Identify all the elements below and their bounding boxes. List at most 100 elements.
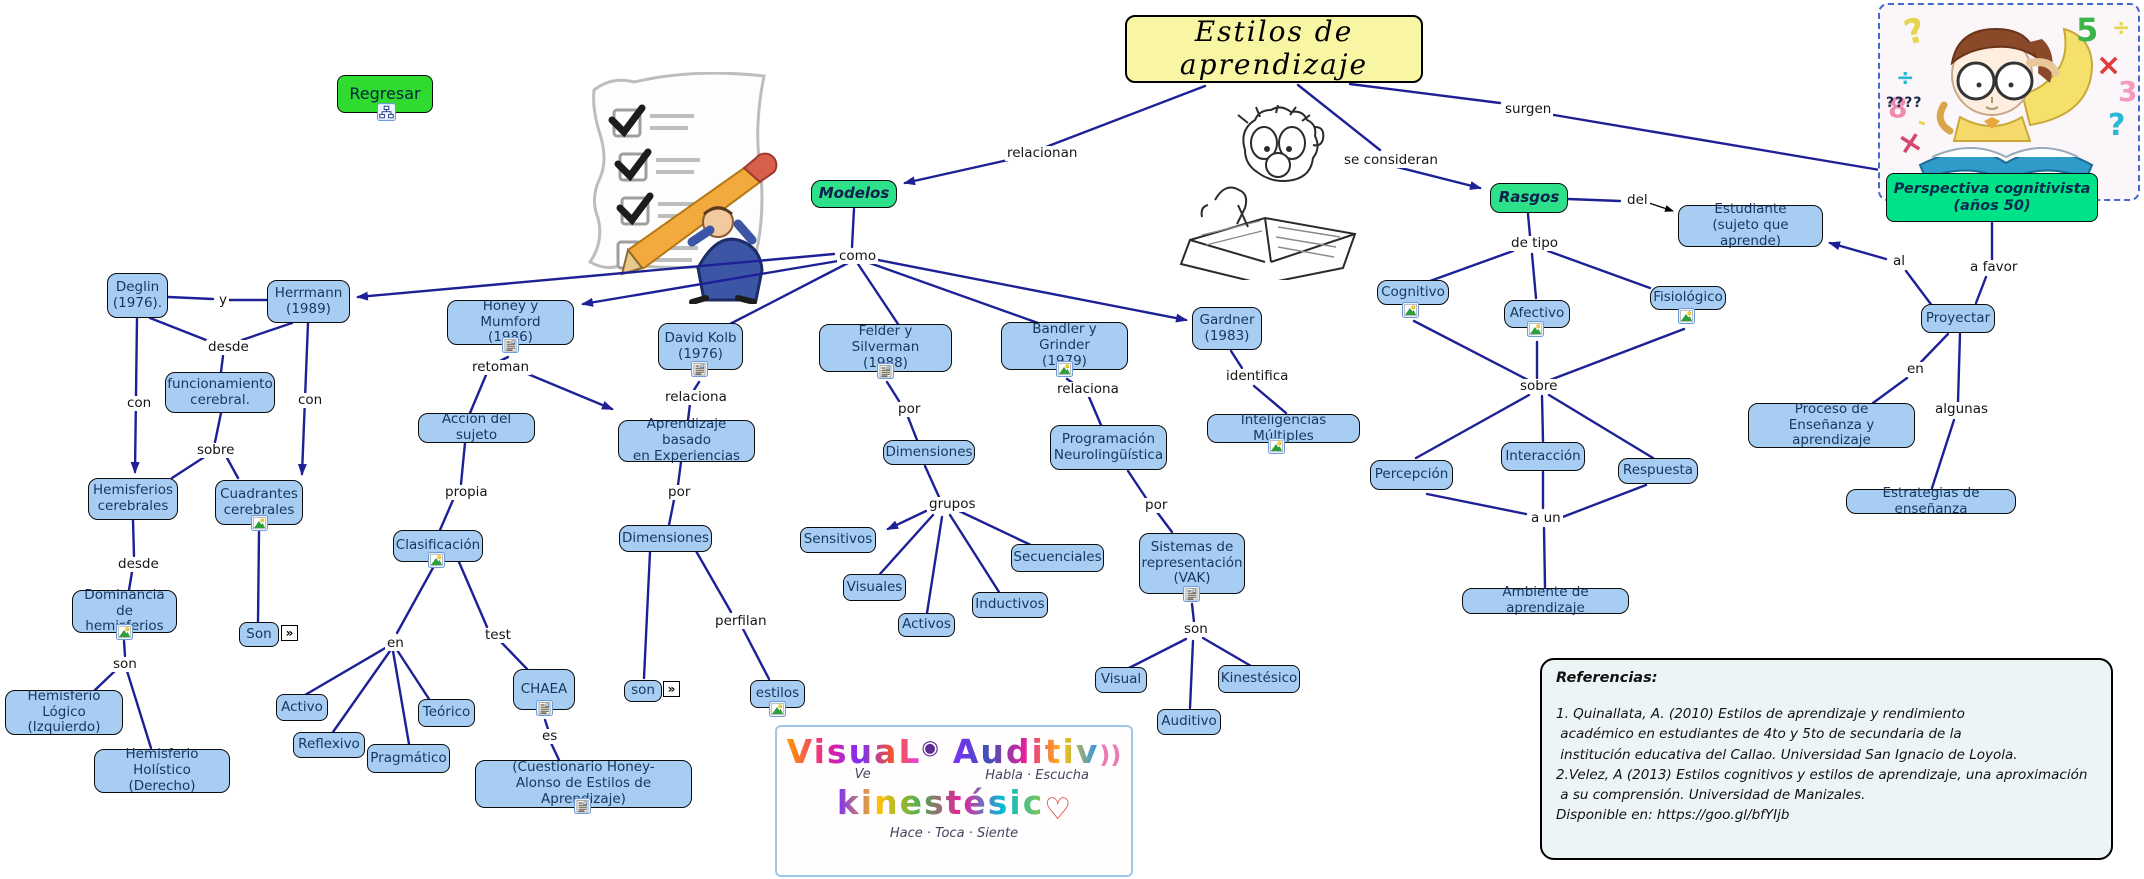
image-resource-icon[interactable]	[1056, 361, 1073, 377]
node-activos[interactable]: Activos	[898, 613, 955, 637]
link-label-se-consideran: se consideran	[1342, 152, 1440, 168]
vak-auditivo-word: Auditiv	[952, 732, 1100, 771]
link-label-son-left: son	[111, 656, 139, 672]
expand-chevron-icon[interactable]: »	[281, 625, 298, 641]
expand-chevron-icon[interactable]: »	[663, 681, 680, 697]
node-dimensiones-felder[interactable]: Dimensiones	[883, 440, 975, 465]
node-proceso-ensenanza[interactable]: Proceso de Enseñanza y aprendizaje	[1748, 401, 1915, 448]
node-inteligencias-multiples[interactable]: Inteligencias Múltiples	[1207, 412, 1360, 443]
link-label-retoman: retoman	[470, 359, 532, 375]
svg-text:?: ?	[1900, 10, 1929, 54]
node-hemisferio-logico[interactable]: Hemisferio Lógico (Izquierdo)	[5, 688, 123, 735]
image-resource-icon[interactable]	[1402, 302, 1419, 318]
node-inductivos[interactable]: Inductivos	[972, 592, 1048, 618]
node-secuenciales[interactable]: Secuenciales	[1011, 544, 1104, 572]
node-teorico[interactable]: Teórico	[418, 699, 475, 727]
node-estrategias-ensenanza[interactable]: Estrategias de enseñanza	[1846, 485, 2016, 516]
image-resource-icon[interactable]	[1678, 308, 1695, 324]
node-reflexivo[interactable]: Reflexivo	[293, 732, 365, 758]
node-visuales[interactable]: Visuales	[843, 574, 906, 601]
vak-kinestesico-word: kinestésic	[836, 783, 1045, 822]
node-son-kolb[interactable]: son	[624, 680, 662, 702]
node-activo[interactable]: Activo	[276, 694, 328, 721]
node-accion-del-sujeto[interactable]: Accion del sujeto	[418, 411, 535, 443]
checklist-man-illustration	[587, 72, 778, 304]
node-honey-mumford[interactable]: Honey y Mumford (1986)	[447, 298, 574, 345]
node-pragmatico[interactable]: Pragmático	[367, 744, 450, 773]
image-resource-icon[interactable]	[1268, 438, 1285, 454]
link-label-desde: desde	[206, 339, 251, 355]
image-resource-icon[interactable]	[428, 552, 445, 568]
svg-text:-: -	[1914, 109, 1930, 134]
link-label-por-kolb: por	[666, 484, 693, 500]
link-label-grupos: grupos	[927, 496, 978, 512]
link-label-test: test	[483, 627, 513, 643]
link-label-con-right: con	[296, 392, 325, 408]
map-title-node[interactable]: Estilos de aprendizaje	[1125, 15, 1423, 83]
node-fisiologico[interactable]: Fisiológico	[1650, 286, 1726, 310]
node-funcionamiento-cerebral[interactable]: funcionamiento cerebral.	[165, 372, 275, 413]
node-aprendizaje-experiencias[interactable]: Aprendizaje basado en Experiencias	[618, 416, 755, 464]
document-resource-icon[interactable]	[877, 363, 894, 379]
svg-text:5: 5	[2076, 11, 2098, 49]
node-programacion-neurolinguistica[interactable]: Programación Neurolingüística	[1050, 425, 1167, 470]
document-resource-icon[interactable]	[691, 361, 708, 377]
cmap-link-icon[interactable]	[377, 103, 396, 121]
document-resource-icon[interactable]	[502, 337, 519, 353]
vak-hace-text: Hace · Toca · Siente	[889, 826, 1019, 841]
node-estudiante[interactable]: Estudiante (sujeto que aprende)	[1678, 201, 1823, 249]
eye-icon: ◉	[921, 735, 939, 759]
link-label-relacionan: relacionan	[1005, 145, 1080, 161]
node-herrmann[interactable]: Herrmann (1989)	[267, 280, 350, 323]
link-label-a-un: a un	[1529, 510, 1563, 526]
referencias-heading: Referencias:	[1556, 670, 1658, 686]
node-hemisferios-cerebrales[interactable]: Hemisferios cerebrales	[88, 478, 178, 520]
node-deglin[interactable]: Deglin (1976).	[107, 273, 168, 318]
node-dominancia-hemisferios[interactable]: Dominancia de hemisferios	[72, 587, 177, 634]
node-cuadrantes-cerebrales[interactable]: Cuadrantes cerebrales	[215, 480, 303, 525]
link-label-son-vak: son	[1182, 621, 1210, 637]
node-chaea[interactable]: CHAEA	[513, 669, 575, 710]
node-percepcion[interactable]: Percepción	[1370, 460, 1453, 490]
node-ambiente-aprendizaje[interactable]: Ambiente de aprendizaje	[1462, 584, 1629, 616]
image-resource-icon[interactable]	[769, 701, 786, 717]
node-cognitivo[interactable]: Cognitivo	[1377, 280, 1449, 305]
svg-text:×: ×	[2096, 48, 2121, 83]
referencias-box: Referencias: 1. Quinallata, A. (2010) Es…	[1540, 658, 2113, 860]
link-label-desde-left: desde	[116, 556, 161, 572]
node-rasgos[interactable]: Rasgos	[1490, 183, 1568, 213]
node-respuesta[interactable]: Respuesta	[1618, 458, 1698, 484]
link-label-es: es	[540, 728, 560, 744]
link-label-en: en	[385, 635, 406, 651]
document-resource-icon[interactable]	[574, 798, 591, 814]
image-resource-icon[interactable]	[251, 515, 268, 531]
ear-icon: ))	[1099, 741, 1122, 769]
node-kinestesico[interactable]: Kinestésico	[1218, 665, 1300, 693]
document-resource-icon[interactable]	[1183, 586, 1200, 602]
node-son-left[interactable]: Son	[239, 622, 279, 647]
node-visual[interactable]: Visual	[1095, 667, 1147, 693]
link-label-por-vak: por	[1143, 497, 1170, 513]
image-resource-icon[interactable]	[116, 624, 133, 640]
node-proyectar[interactable]: Proyectar	[1921, 304, 1995, 333]
link-label-sobre-rasgos: sobre	[1518, 378, 1560, 394]
link-label-surgen: surgen	[1503, 101, 1554, 117]
reference-line: a su comprensión. Universidad de Manizal…	[1556, 787, 1866, 803]
node-sistemas-vak[interactable]: Sistemas de representación (VAK)	[1139, 533, 1245, 594]
node-sensitivos[interactable]: Sensitivos	[800, 527, 876, 553]
image-resource-icon[interactable]	[1527, 321, 1544, 337]
link-label-por-felder: por	[896, 401, 923, 417]
node-hemisferio-holistico[interactable]: Hemisferio Holístico (Derecho)	[94, 746, 230, 794]
node-dimensiones-kolb[interactable]: Dimensiones	[619, 525, 712, 552]
document-resource-icon[interactable]	[536, 700, 553, 716]
node-perspectiva-cognitivista[interactable]: Perspectiva cognitivista (años 50)	[1886, 173, 2098, 222]
svg-text:3: 3	[2118, 75, 2137, 108]
node-interaccion[interactable]: Interacción	[1501, 442, 1585, 471]
link-label-identifica: identifica	[1224, 368, 1291, 384]
link-label-como: como	[837, 248, 879, 264]
link-label-algunas: algunas	[1933, 401, 1991, 417]
node-auditivo[interactable]: Auditivo	[1157, 709, 1221, 735]
node-modelos[interactable]: Modelos	[811, 180, 897, 208]
node-gardner[interactable]: Gardner (1983)	[1192, 307, 1262, 350]
